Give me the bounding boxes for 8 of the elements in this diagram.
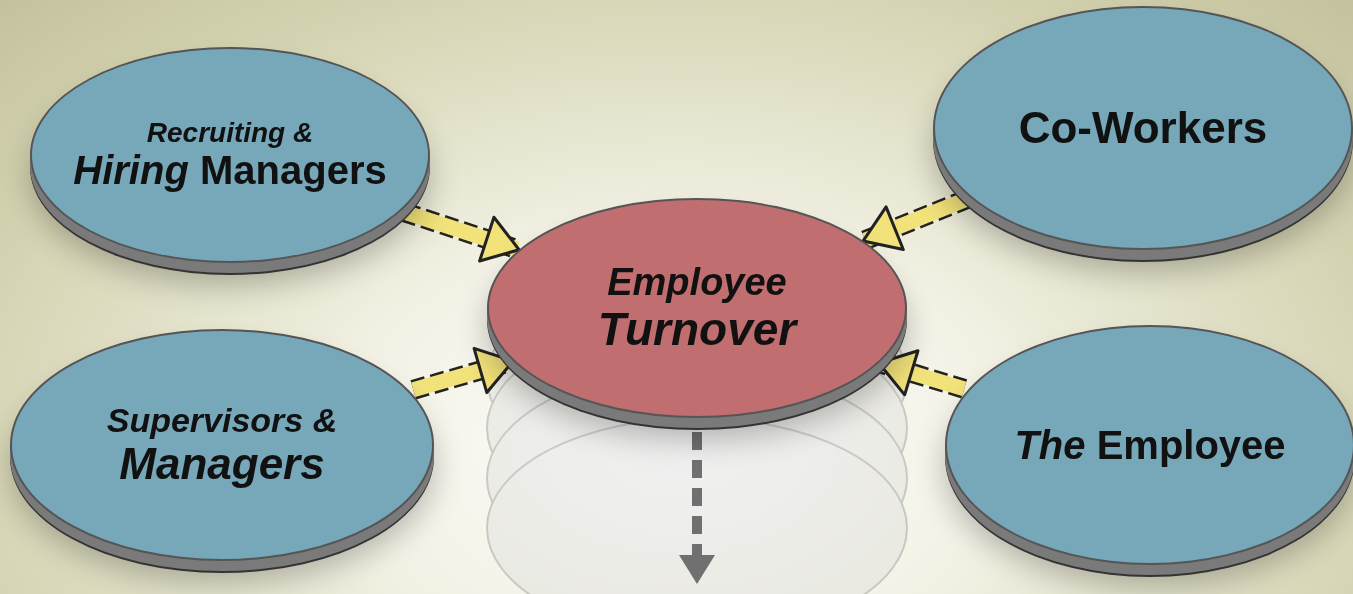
node-label: Employee — [607, 261, 787, 304]
node-label: Recruiting & — [146, 117, 314, 149]
node-label: Co-Workers — [1018, 103, 1268, 153]
node-label: Turnover — [597, 303, 797, 355]
node-label: Managers — [119, 439, 325, 488]
node-label: Hiring Managers — [73, 148, 387, 193]
node-label: Supervisors & — [106, 402, 338, 440]
node-label: The Employee — [1014, 423, 1286, 467]
